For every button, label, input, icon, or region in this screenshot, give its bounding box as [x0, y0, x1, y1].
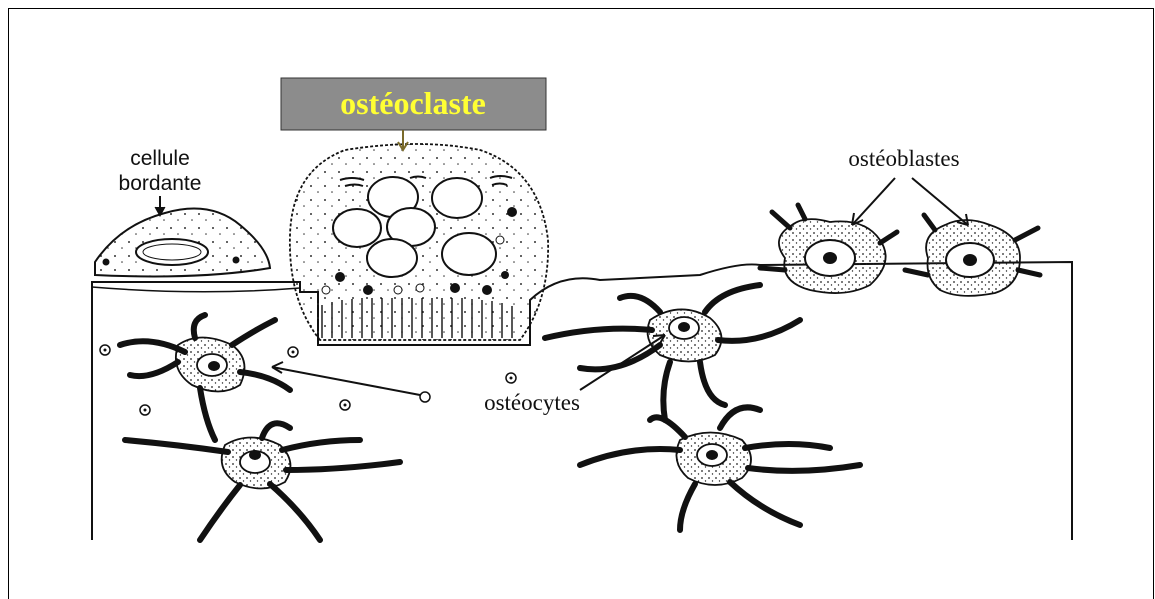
osteoblastes-arrow-left	[852, 178, 895, 225]
osteoclaste-label: ostéoclaste	[340, 85, 486, 121]
osteocyte-right-lower	[580, 407, 860, 530]
osteocyte-left-lower	[125, 423, 400, 540]
osteoblast-cell-1	[760, 205, 897, 293]
lining-cell	[95, 209, 270, 277]
osteoclaste-label-box: ostéoclaste	[281, 78, 546, 130]
osteoclast-cell	[290, 144, 548, 340]
osteoblastes-label: ostéoblastes	[848, 146, 959, 171]
osteocytes-arrow-left	[272, 367, 420, 395]
osteocytes-arrow-right	[580, 335, 665, 390]
bone-matrix-outline	[92, 262, 1072, 540]
osteocyte-left-upper	[120, 315, 290, 440]
osteocytes-label: ostéocytes	[484, 390, 580, 415]
osteoblastes-arrow-right	[912, 178, 968, 225]
bone-surface-line	[92, 287, 300, 292]
cellule-label-line1: cellule	[130, 147, 190, 170]
osteocyte-right-upper	[545, 285, 800, 420]
osteoblast-cell-2	[905, 215, 1040, 296]
cellule-label-line2: bordante	[119, 172, 202, 195]
